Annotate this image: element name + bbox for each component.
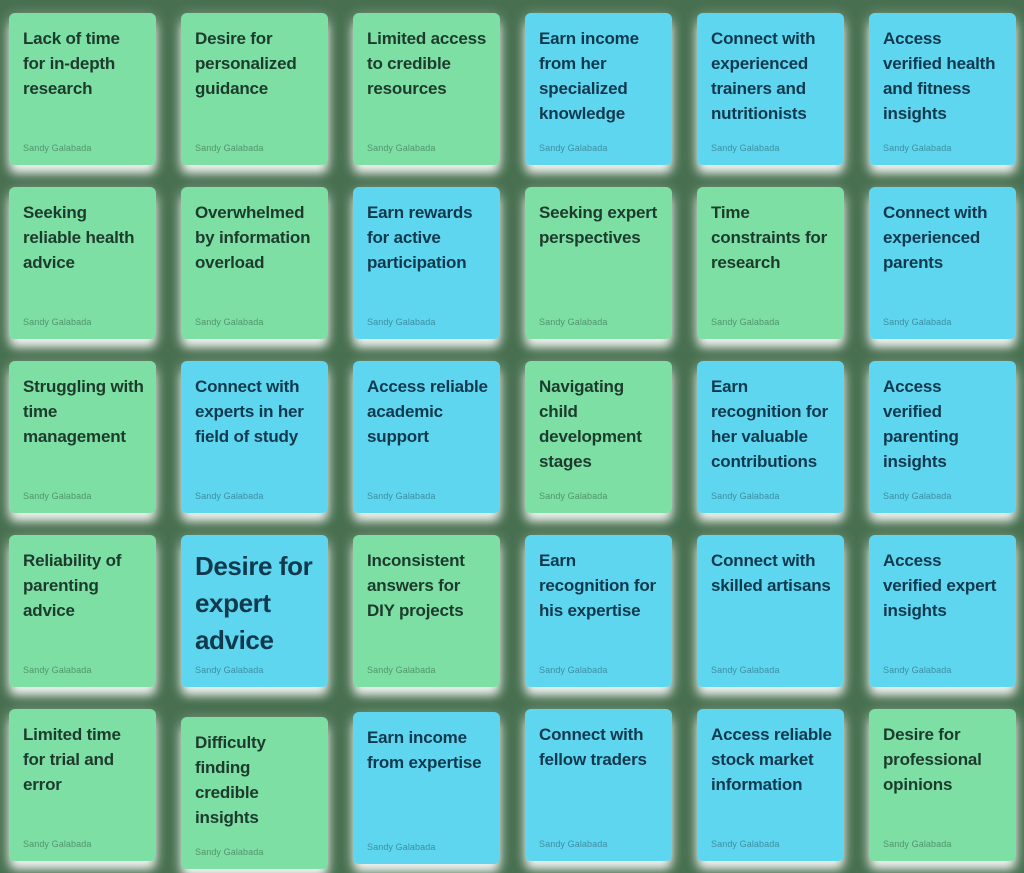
- note-text: Difficulty finding credible insights: [195, 733, 266, 827]
- note-text: Connect with skilled artisans: [711, 551, 831, 595]
- note-text: Access reliable stock market information: [711, 725, 832, 794]
- note-author: Sandy Galabada: [883, 143, 952, 153]
- note-author: Sandy Galabada: [883, 491, 952, 501]
- note-author: Sandy Galabada: [23, 317, 92, 327]
- note-author: Sandy Galabada: [367, 491, 436, 501]
- note-text: Earn income from expertise: [367, 728, 482, 772]
- note-text: Desire for expert advice: [195, 551, 313, 655]
- note-text: Earn recognition for his expertise: [539, 551, 656, 620]
- note-author: Sandy Galabada: [539, 839, 608, 849]
- note-author: Sandy Galabada: [23, 491, 92, 501]
- note-author: Sandy Galabada: [367, 665, 436, 675]
- note-author: Sandy Galabada: [883, 665, 952, 675]
- sticky-note[interactable]: Earn income from her specialized knowled…: [525, 13, 672, 165]
- note-author: Sandy Galabada: [711, 839, 780, 849]
- note-text: Inconsistent answers for DIY projects: [367, 551, 465, 620]
- note-text: Reliability of parenting advice: [23, 551, 122, 620]
- note-author: Sandy Galabada: [23, 665, 92, 675]
- note-text: Earn rewards for active participation: [367, 203, 473, 272]
- sticky-note[interactable]: Connect with experts in her field of stu…: [181, 361, 328, 513]
- note-author: Sandy Galabada: [195, 491, 264, 501]
- note-author: Sandy Galabada: [711, 665, 780, 675]
- note-text: Connect with experts in her field of stu…: [195, 377, 304, 446]
- note-text: Access reliable academic support: [367, 377, 488, 446]
- note-text: Struggling with time management: [23, 377, 144, 446]
- note-author: Sandy Galabada: [539, 317, 608, 327]
- note-author: Sandy Galabada: [23, 839, 92, 849]
- note-text: Access verified expert insights: [883, 551, 997, 620]
- note-author: Sandy Galabada: [367, 143, 436, 153]
- note-text: Limited access to credible resources: [367, 29, 487, 98]
- note-author: Sandy Galabada: [539, 143, 608, 153]
- note-text: Desire for personalized guidance: [195, 29, 297, 98]
- note-text: Access verified parenting insights: [883, 377, 959, 471]
- note-text: Seeking expert perspectives: [539, 203, 658, 247]
- note-text: Limited time for trial and error: [23, 725, 121, 794]
- note-author: Sandy Galabada: [367, 842, 436, 852]
- note-author: Sandy Galabada: [539, 665, 608, 675]
- note-text: Desire for professional opinions: [883, 725, 982, 794]
- note-text: Lack of time for in-depth research: [23, 29, 120, 98]
- note-text: Time constraints for research: [711, 203, 828, 272]
- note-text: Connect with experienced parents: [883, 203, 988, 272]
- note-author: Sandy Galabada: [711, 491, 780, 501]
- note-text: Earn income from her specialized knowled…: [539, 29, 639, 123]
- note-author: Sandy Galabada: [367, 317, 436, 327]
- note-author: Sandy Galabada: [711, 143, 780, 153]
- note-author: Sandy Galabada: [883, 839, 952, 849]
- sticky-note[interactable]: Connect with experienced trainers and nu…: [697, 13, 844, 165]
- sticky-note[interactable]: Earn recognition for her valuable contri…: [697, 361, 844, 513]
- note-text: Overwhelmed by information overload: [195, 203, 311, 272]
- note-text: Access verified health and fitness insig…: [883, 29, 996, 123]
- note-text: Connect with experienced trainers and nu…: [711, 29, 816, 123]
- note-author: Sandy Galabada: [883, 317, 952, 327]
- note-text: Navigating child development stages: [539, 377, 642, 471]
- note-author: Sandy Galabada: [195, 143, 264, 153]
- note-author: Sandy Galabada: [711, 317, 780, 327]
- note-author: Sandy Galabada: [195, 665, 264, 675]
- sticky-note[interactable]: Access verified health and fitness insig…: [869, 13, 1016, 165]
- note-author: Sandy Galabada: [539, 491, 608, 501]
- note-author: Sandy Galabada: [195, 847, 264, 857]
- note-text: Connect with fellow traders: [539, 725, 647, 769]
- note-text: Earn recognition for her valuable contri…: [711, 377, 828, 471]
- sticky-note[interactable]: Access reliable stock market information…: [697, 709, 844, 861]
- note-author: Sandy Galabada: [195, 317, 264, 327]
- note-text: Seeking reliable health advice: [23, 203, 135, 272]
- note-author: Sandy Galabada: [23, 143, 92, 153]
